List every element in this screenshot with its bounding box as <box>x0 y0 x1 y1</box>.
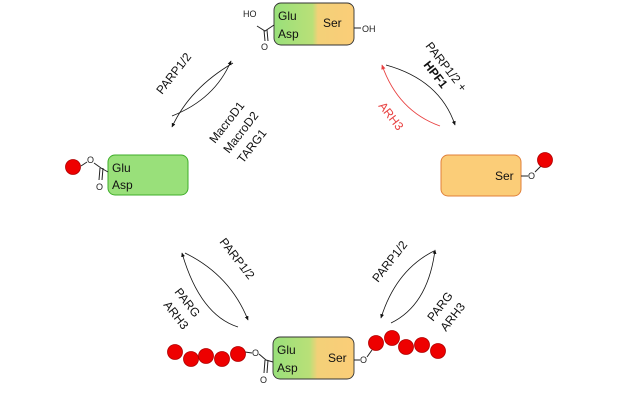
bottom-right-par-unit-5 <box>430 343 446 359</box>
reaction-top-left: PARP1/2 MacroD1 MacroD2 TARG1 <box>153 50 269 166</box>
top-right-reverse-label: ARH3 <box>376 99 407 133</box>
bottom-right-par-unit-4 <box>414 337 430 353</box>
bottom-carbonyl-double-bond <box>263 359 269 374</box>
bottom-protein-box <box>272 336 355 380</box>
bottom-carbonyl-o-label: O <box>260 375 267 385</box>
bottom-right-reverse-arrow <box>390 249 437 324</box>
top-carboxyl-double-bond <box>263 29 269 42</box>
top-carboxyl-bonds <box>256 24 275 32</box>
top-left-reverse-arrow <box>171 60 232 117</box>
bottom-ser-label: Ser <box>328 351 347 365</box>
bottom-left-par-unit-5 <box>167 344 183 360</box>
top-right-forward-arrow <box>385 64 456 126</box>
top-protein: Glu Asp Ser HO O OH <box>243 2 376 52</box>
bottom-right-par-unit-1 <box>368 335 384 351</box>
top-asp-label: Asp <box>278 27 299 41</box>
reaction-top-right: PARP1/2 + HPF1 ARH3 <box>376 39 470 133</box>
left-glu-label: Glu <box>112 161 131 175</box>
top-ser-label: Ser <box>323 16 342 30</box>
bottom-ser-link-bonds <box>354 349 373 361</box>
left-protein-box <box>107 154 189 196</box>
top-carbonyl-o-label: O <box>261 42 268 52</box>
left-protein: Glu Asp O O <box>65 154 189 196</box>
top-protein-box <box>273 2 355 46</box>
reaction-bottom-left: PARP1/2 PARG ARH3 <box>161 235 258 332</box>
top-oh-label: OH <box>362 24 376 34</box>
bottom-left-par-unit-1 <box>230 346 246 362</box>
left-carbonyl-double-bond <box>98 167 104 181</box>
left-asp-label: Asp <box>112 178 133 192</box>
bottom-left-par-unit-4 <box>183 351 199 367</box>
top-ho-label: HO <box>243 9 257 19</box>
right-link-o-label: O <box>528 171 535 181</box>
top-left-forward-label: PARP1/2 <box>153 50 194 97</box>
bottom-link-o-label: O <box>360 355 367 365</box>
bottom-right-par-unit-3 <box>398 339 414 355</box>
bottom-right-forward-label: PARP1/2 <box>369 238 410 285</box>
right-link-bonds <box>521 165 542 177</box>
left-carbonyl-o-label: O <box>96 182 103 192</box>
top-right-reverse-arrow <box>381 64 441 127</box>
bottom-right-forward-arrow <box>380 250 435 319</box>
bottom-ester-bonds <box>244 351 274 363</box>
left-ester-bonds <box>80 161 109 173</box>
left-adp-ribose <box>65 159 81 175</box>
top-left-forward-arrow <box>171 62 234 128</box>
reaction-bottom-right: PARP1/2 PARG ARH3 <box>369 238 468 334</box>
bottom-protein: Glu Asp Ser O O O <box>167 330 446 385</box>
left-ester-o-label: O <box>87 155 94 165</box>
bottom-right-par-unit-2 <box>384 330 400 346</box>
bottom-left-par-unit-3 <box>198 348 214 364</box>
right-protein: Ser O <box>440 152 553 197</box>
bottom-left-forward-label: PARP1/2 <box>217 235 258 282</box>
right-adp-ribose <box>537 152 553 168</box>
bottom-asp-label: Asp <box>277 361 298 375</box>
bottom-ester-o-label: O <box>252 348 259 358</box>
bottom-left-forward-arrow <box>184 252 249 321</box>
right-ser-label: Ser <box>495 169 514 183</box>
bottom-glu-label: Glu <box>277 343 296 357</box>
bottom-left-par-unit-2 <box>214 351 230 367</box>
top-glu-label: Glu <box>278 9 297 23</box>
bottom-left-reverse-arrow <box>181 252 239 328</box>
